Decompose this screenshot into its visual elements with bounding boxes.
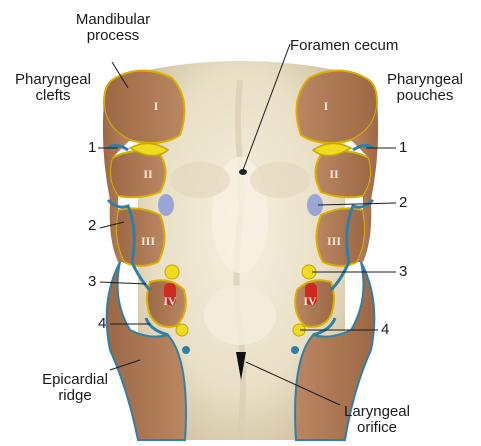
label-pharyngeal-clefts: Pharyngeal clefts	[8, 72, 98, 104]
cleft-number-3: 3	[88, 274, 96, 290]
copula-bulge-2	[204, 285, 276, 345]
cleft-number-1: 1	[88, 140, 96, 156]
label-foramen-cecum: Foramen cecum	[290, 38, 398, 54]
numeral-IV-right: IV	[303, 294, 317, 308]
pouch-number-4: 4	[381, 322, 389, 338]
pouch-2-left	[158, 194, 174, 216]
cleft-number-4: 4	[98, 316, 106, 332]
numeral-I-right: I	[324, 99, 329, 113]
mandibular-line-2: process	[68, 28, 158, 44]
epicardial-line-2: ridge	[30, 388, 120, 404]
label-mandibular-process: Mandibular process	[68, 12, 158, 44]
clefts-line-2: clefts	[8, 88, 98, 104]
numeral-IV-left: IV	[163, 294, 177, 308]
numeral-III-left: III	[141, 234, 155, 248]
floor-swelling-right	[250, 162, 310, 198]
numeral-II-left: II	[143, 167, 153, 181]
numeral-III-right: III	[327, 234, 341, 248]
pouches-line-1: Pharyngeal	[375, 72, 475, 88]
pouch-3-yellow-left	[165, 265, 179, 279]
cleft-number-2: 2	[88, 218, 96, 234]
epicardial-line-1: Epicardial	[30, 372, 120, 388]
arch-2-left	[110, 151, 166, 197]
laryngeal-line-1: Laryngeal	[332, 404, 422, 420]
mandibular-line-1: Mandibular	[68, 12, 158, 28]
pouch-4-blue-right	[291, 346, 299, 354]
pouch-number-2: 2	[399, 195, 407, 211]
numeral-II-right: II	[329, 167, 339, 181]
pouch-number-3: 3	[399, 264, 407, 280]
pouches-line-2: pouches	[375, 88, 475, 104]
pouch-4-blue-left	[182, 346, 190, 354]
numeral-I-left: I	[154, 99, 159, 113]
label-epicardial-ridge: Epicardial ridge	[30, 372, 120, 404]
label-pharyngeal-pouches: Pharyngeal pouches	[375, 72, 475, 104]
pouch-4-left	[176, 324, 188, 336]
clefts-line-1: Pharyngeal	[8, 72, 98, 88]
floor-swelling-left	[170, 162, 230, 198]
pouch-number-1: 1	[399, 140, 407, 156]
arch-2-right	[315, 151, 371, 197]
label-laryngeal-orifice: Laryngeal orifice	[332, 404, 422, 436]
laryngeal-line-2: orifice	[332, 420, 422, 436]
